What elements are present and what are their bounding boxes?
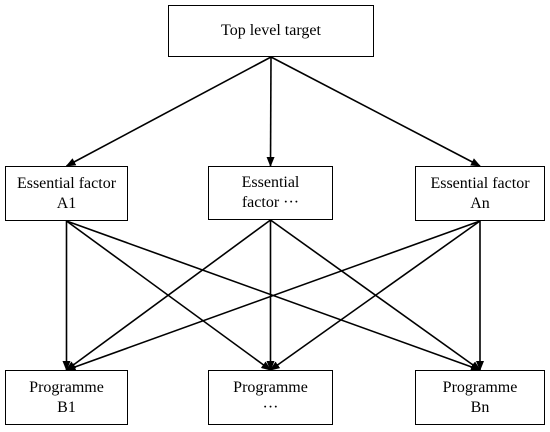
arrow-factor_mid-to-programme_b1 <box>65 219 271 371</box>
programme-bn-label-line1: Programme <box>442 378 518 396</box>
programme-bn-box: Programme Bn <box>415 370 545 425</box>
arrow-top-to-factor_a1 <box>65 56 272 167</box>
top-level-target-box: Top level target <box>168 5 374 57</box>
programme-b1-label-line2: B1 <box>57 398 76 416</box>
essential-factor-an-label-line1: Essential factor <box>430 174 530 192</box>
programme-mid-label-line1: Programme <box>233 378 308 396</box>
programme-mid-box: Programme ··· <box>208 370 333 425</box>
essential-factor-an-label-line2: An <box>470 194 490 212</box>
arrow-factor_an-to-programme_mid <box>269 220 481 371</box>
essential-factor-a1-label-line2: A1 <box>56 194 77 212</box>
arrow-factor_an-to-programme_b1 <box>65 220 481 371</box>
essential-factor-mid-box: Essential factor ··· <box>208 166 333 220</box>
arrow-top-to-factor_an <box>270 56 481 167</box>
programme-mid-label-line2: ··· <box>262 398 279 416</box>
essential-factor-a1-box: Essential factor A1 <box>5 166 128 221</box>
arrow-top-to-factor_mid <box>266 56 275 167</box>
essential-factor-a1-label-line1: Essential factor <box>16 174 117 192</box>
programme-b1-label-line1: Programme <box>29 378 104 396</box>
programme-b1-box: Programme B1 <box>5 370 128 425</box>
essential-factor-an-box: Essential factor An <box>415 166 545 221</box>
programme-bn-label-line2: Bn <box>470 398 490 416</box>
top-level-target-label: Top level target <box>221 22 321 39</box>
essential-factor-mid-label-line1: Essential <box>241 174 300 191</box>
essential-factor-mid-label-line2: factor ··· <box>241 194 300 211</box>
